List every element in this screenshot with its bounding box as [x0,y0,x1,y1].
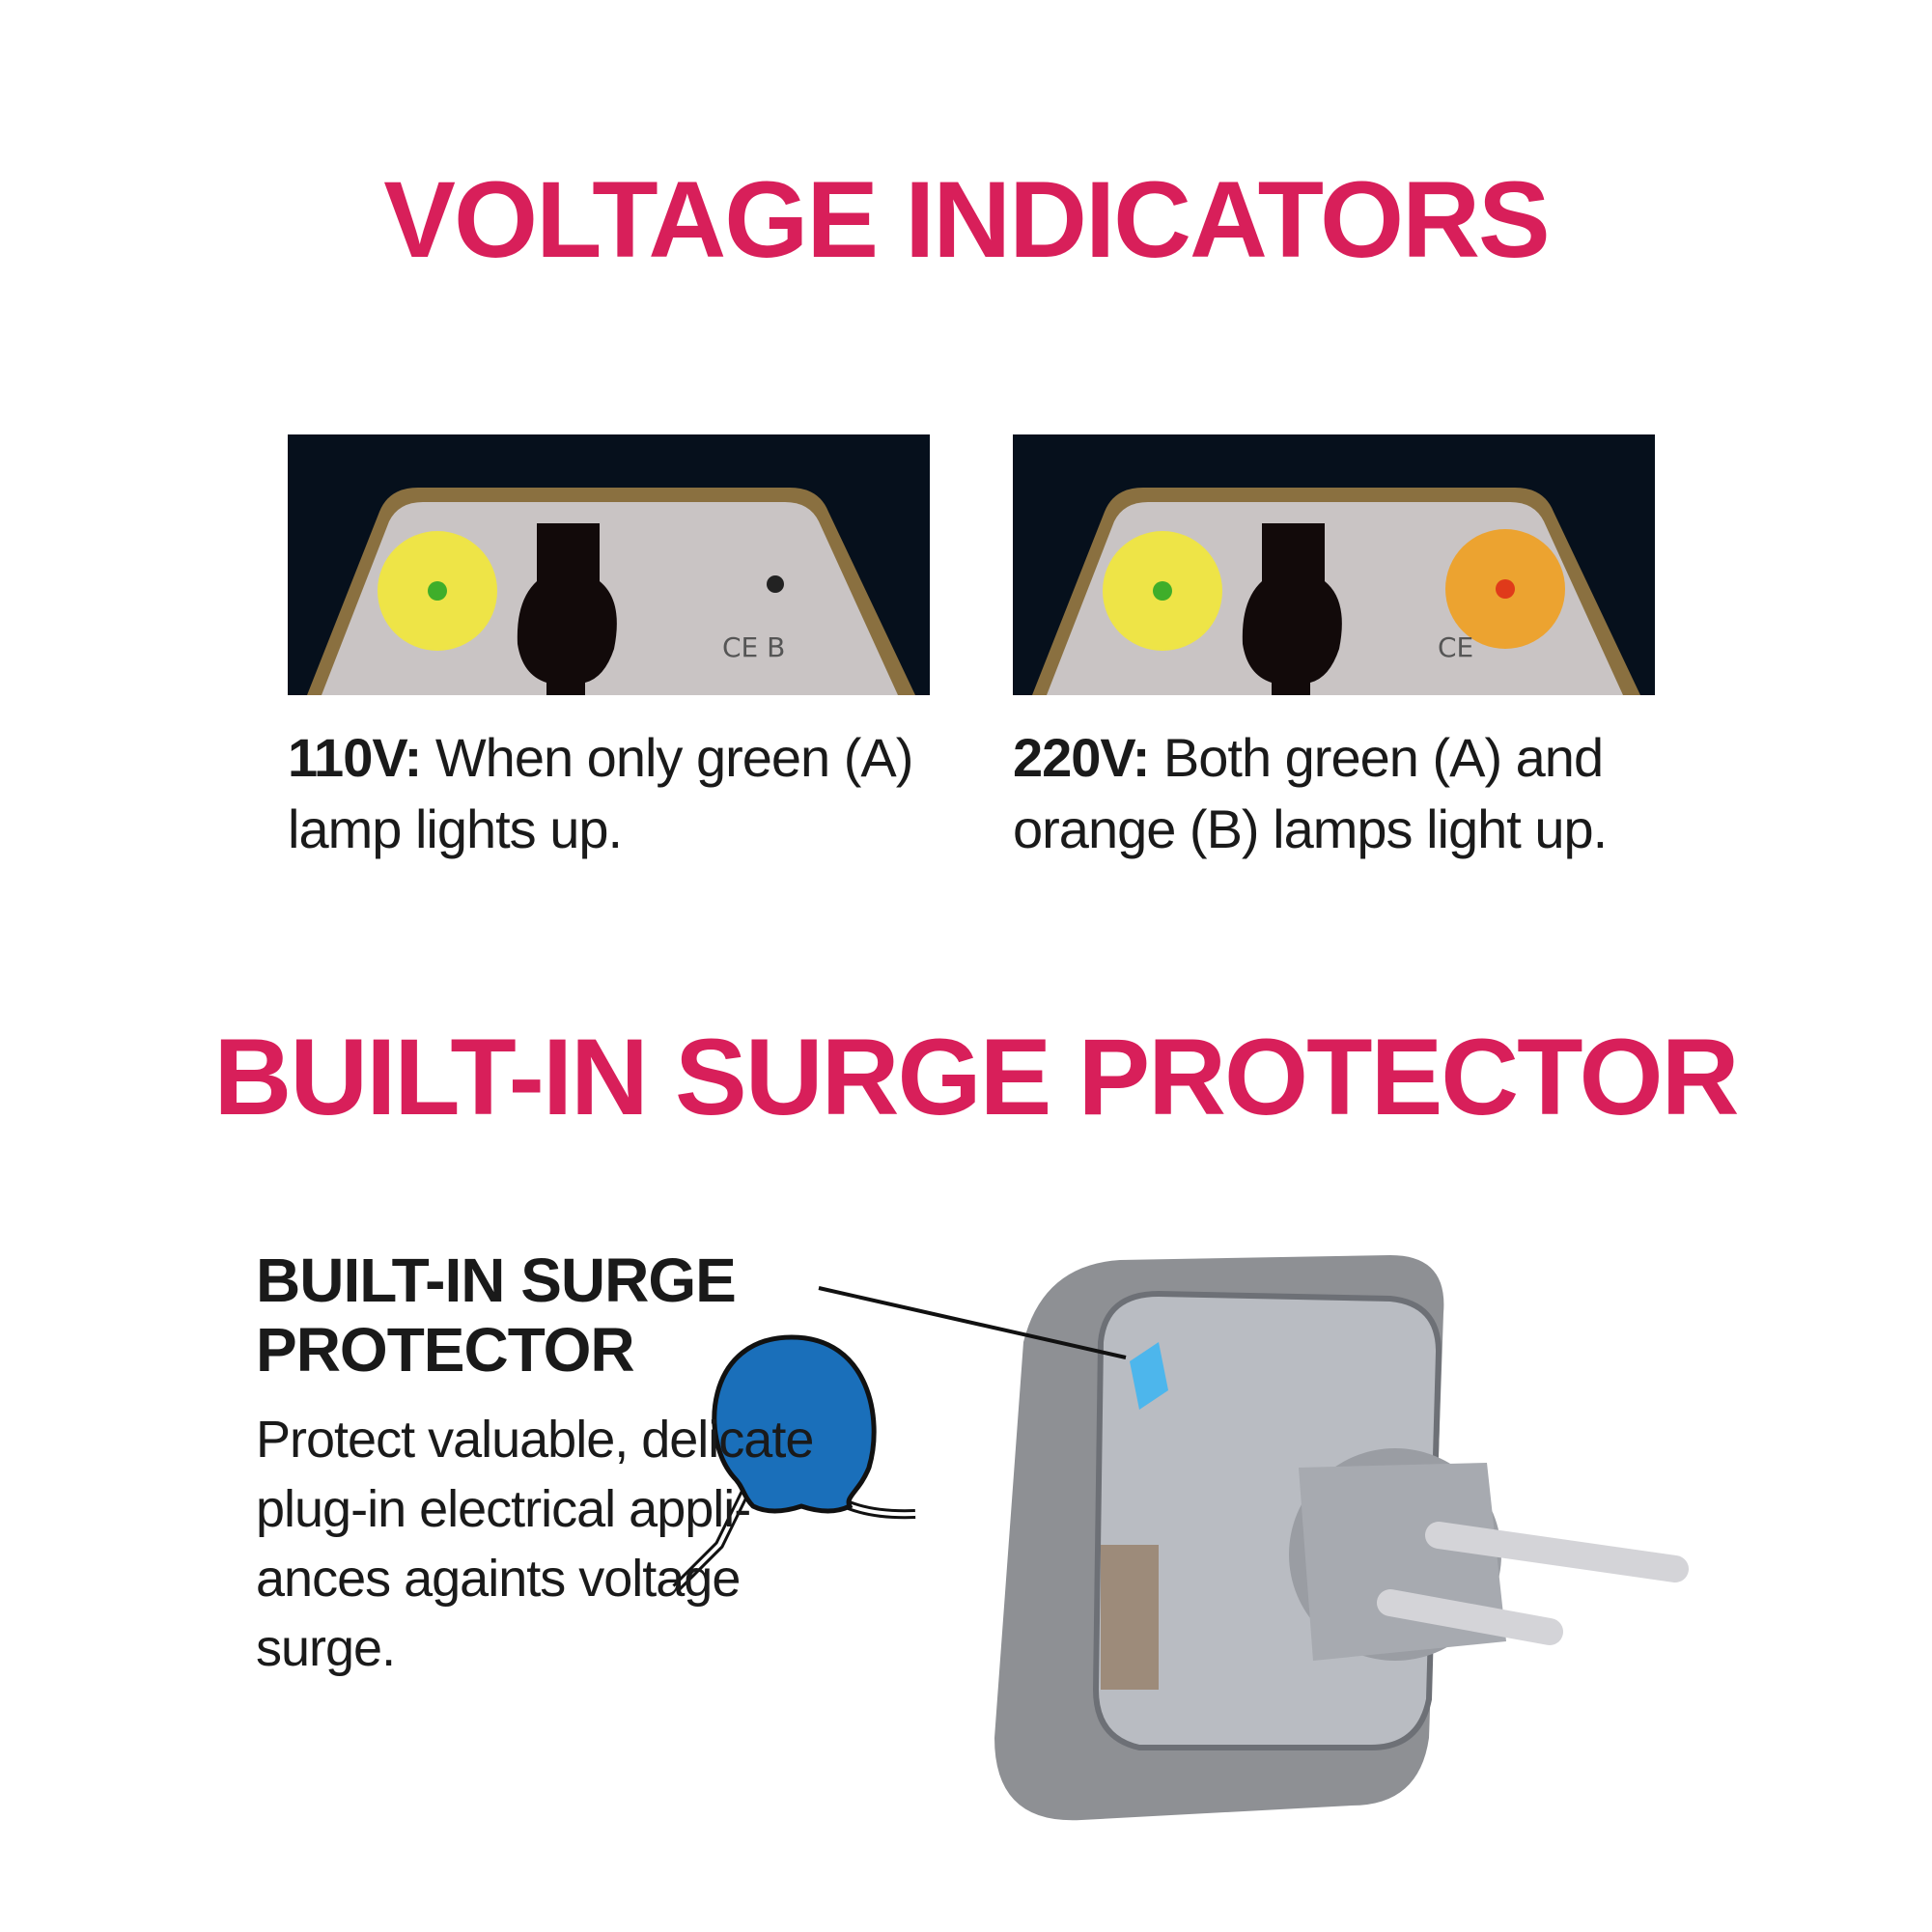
220v-label: 220V: [1013,727,1150,788]
110v-description: When only green (A) lamp lights up. [288,727,913,859]
surge-callout-title: BUILT-IN SURGE PROTECTOR [256,1246,737,1385]
svg-text:CE: CE [1438,631,1473,663]
capacitor-icon [672,1334,916,1592]
svg-text:CE B: CE B [722,631,785,663]
plug-adapter-photo [994,1255,1689,1821]
voltage-indicators-heading: VOLTAGE INDICATORS [383,159,1550,280]
callout-leader-line [818,1286,1127,1359]
110v-caption: 110V: When only green (A) lamp lights up… [288,722,944,865]
surge-protector-heading: BUILT-IN SURGE PROTECTOR [213,1017,1739,1137]
110v-indicator-photo: CE B [288,434,930,695]
110v-label: 110V: [288,727,422,788]
220v-description: Both green (A) and orange (B) lamps ligh… [1013,727,1608,859]
220v-caption: 220V: Both green (A) and orange (B) lamp… [1013,722,1669,865]
220v-indicator-photo: CE [1013,434,1655,695]
surge-callout-text: Protect valuable, delicate plug-in elect… [256,1411,814,1677]
